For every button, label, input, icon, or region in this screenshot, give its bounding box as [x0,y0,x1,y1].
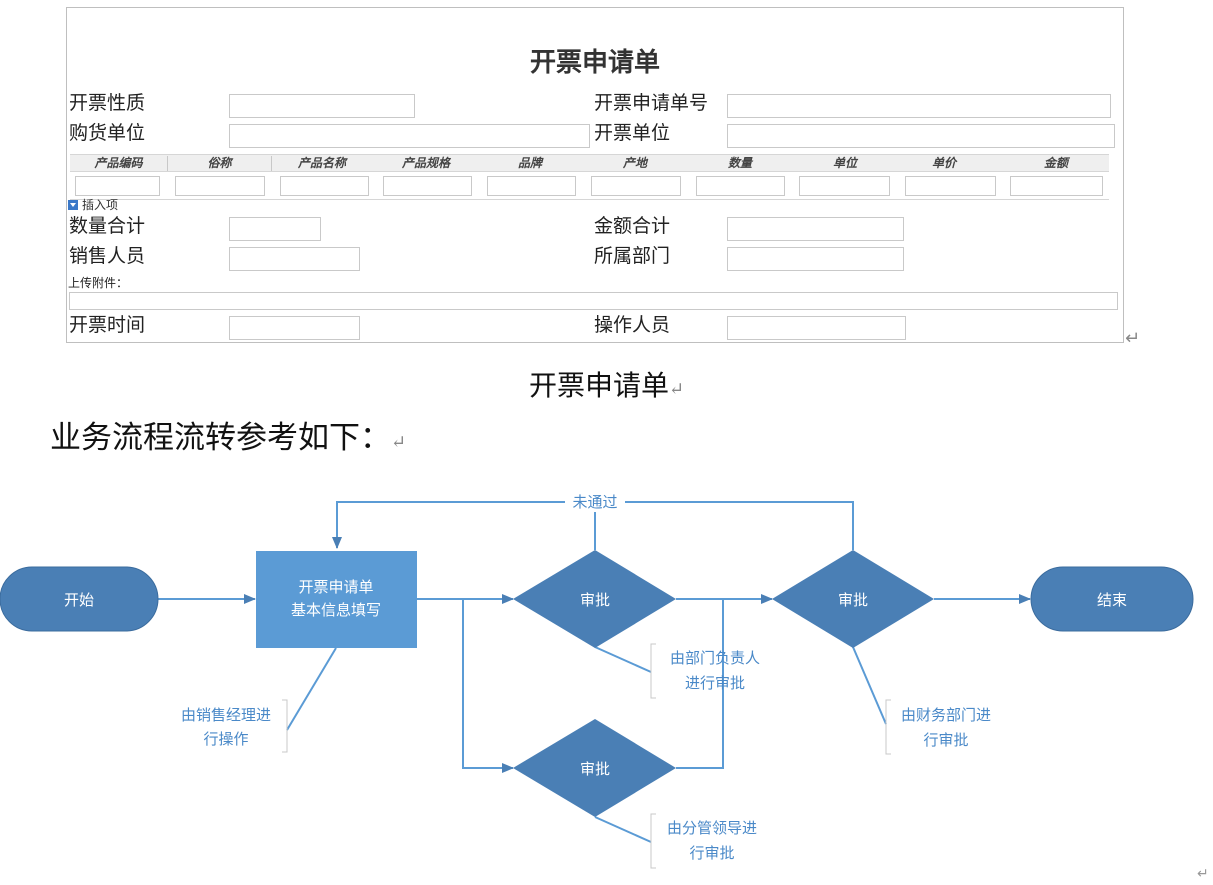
upload-field[interactable] [69,292,1118,310]
invoice-time-field[interactable] [229,316,360,340]
request-no-field[interactable] [727,94,1111,118]
paragraph-mark: ↵ [668,379,685,400]
label-operator: 操作人员 [594,314,671,336]
start-label: 开始 [64,591,94,609]
callout-brackets [282,643,891,869]
qty-total-field[interactable] [229,217,321,241]
product-table-header [70,154,1109,172]
caption-text: 开票申请单 [528,369,669,402]
col-product-code: 产品编码 [94,156,143,170]
form-title: 开票申请单 [529,48,660,78]
salesperson-field[interactable] [229,247,360,271]
connector-reject-2 [595,501,854,550]
col-origin: 产地 [622,156,647,170]
callout-leader-leader [594,816,652,843]
nature-field[interactable] [229,94,415,118]
note-leader-line1: 由分管领导进 [667,819,757,837]
col-alias: 俗称 [207,156,232,170]
note-dept-line1: 由部门负责人 [670,649,760,667]
note-sales-line1: 由销售经理进 [181,706,271,724]
callout-leader-dept [594,646,652,673]
callout-bracket-leader [650,813,656,869]
paragraph-mark: ↵ [391,432,407,453]
label-salesperson: 销售人员 [69,245,146,267]
paragraph-mark: ↵ [1125,328,1141,349]
label-qty-total: 数量合计 [69,215,146,237]
col-unit: 单位 [832,156,857,170]
paragraph-mark: ↵ [1197,866,1209,882]
label-department: 所属部门 [594,245,671,267]
callout-leader-finance [852,646,887,725]
cell-unit-price[interactable] [905,176,996,196]
col-product-spec: 产品规格 [401,156,450,170]
approve-leader-decision [513,719,676,817]
approve-finance-label: 审批 [838,591,868,609]
label-nature: 开票性质 [69,92,146,114]
note-sales-line2: 行操作 [203,730,248,748]
approve-finance-decision [772,550,934,648]
col-quantity: 数量 [727,156,752,170]
note-finance-line2: 行审批 [923,731,968,749]
connector-reject-1 [332,501,596,550]
department-field[interactable] [727,247,904,271]
cell-product-code[interactable] [75,176,160,196]
cell-quantity[interactable] [696,176,785,196]
col-unit-price: 单价 [931,156,956,170]
col-divider [167,156,168,171]
approve-dept-decision [513,550,676,648]
label-amount-total: 金额合计 [594,215,671,237]
connector-fill-to-approve2 [462,599,514,773]
col-divider [271,156,272,171]
fill-label-line1: 开票申请单 [298,578,373,596]
issuer-field[interactable] [727,124,1115,148]
dropdown-arrow-icon [68,200,78,210]
figure-caption: 开票申请单↵ [0,364,1213,404]
note-leader-line2: 行审批 [689,844,734,862]
upload-label: 上传附件： [68,276,129,290]
label-request-no: 开票申请单号 [594,92,709,114]
note-dept-line2: 进行审批 [685,674,745,692]
label-issuer: 开票单位 [594,122,671,144]
label-invoice-time: 开票时间 [69,314,146,336]
not-passed-label-bg [565,492,625,512]
start-terminal [0,566,159,632]
end-terminal [1030,566,1194,632]
fill-label-line2: 基本信息填写 [291,601,381,619]
cell-product-name[interactable] [280,176,369,196]
callout-bracket-sales [282,699,288,753]
col-amount: 金额 [1043,156,1068,170]
label-buyer: 购货单位 [69,122,146,144]
invoice-form-image [66,7,1124,343]
callout-bracket-dept [650,643,656,699]
insert-item-label: 插入项 [82,198,119,212]
col-brand: 品牌 [517,156,542,170]
flow-connectors [158,501,1031,843]
cell-product-spec[interactable] [383,176,472,196]
cell-brand[interactable] [487,176,576,196]
cell-alias[interactable] [175,176,265,196]
col-product-name: 产品名称 [297,156,346,170]
fill-info-process [256,551,417,648]
note-finance-line1: 由财务部门进 [901,706,991,724]
buyer-field[interactable] [229,124,590,148]
operator-field[interactable] [727,316,906,340]
cell-amount[interactable] [1010,176,1103,196]
insert-item-button[interactable]: 插入项 [68,199,118,211]
approve-leader-label: 审批 [580,760,610,778]
callout-leader-sales [286,647,337,731]
flow-intro-label: 业务流程流转参考如下： [50,420,391,456]
connector-approve2-to-approve3 [676,599,724,769]
callout-bracket-finance [885,699,891,755]
end-label: 结束 [1097,591,1127,609]
table-divider [70,199,1109,200]
not-passed-label: 未通过 [572,493,617,511]
cell-unit[interactable] [799,176,890,196]
approve-dept-label: 审批 [580,591,610,609]
amount-total-field[interactable] [727,217,904,241]
flow-intro-text: 业务流程流转参考如下：↵ [50,412,406,457]
cell-origin[interactable] [591,176,681,196]
